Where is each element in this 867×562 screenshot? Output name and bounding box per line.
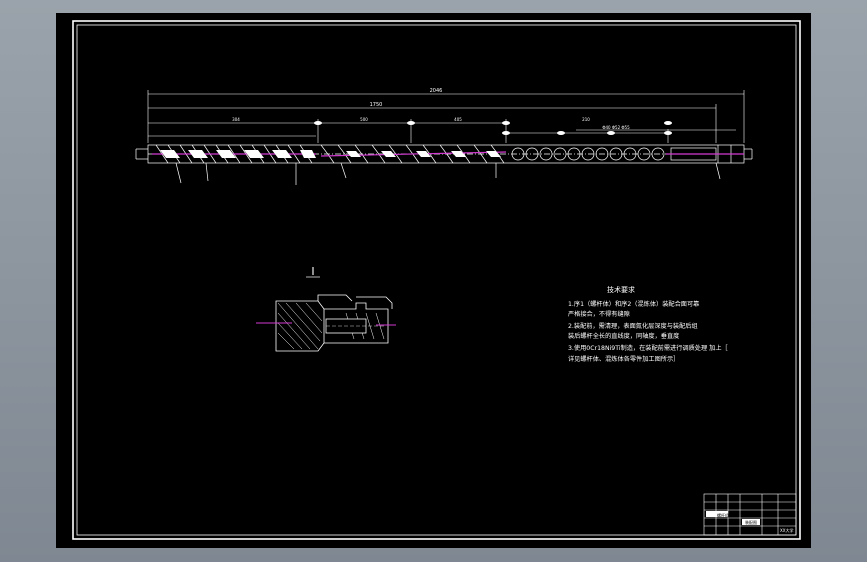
drawing-sheet[interactable]: 2046 1750 304 500 405 210 Φ40 Φ52 Φ55 <box>56 13 811 548</box>
screw-assembly[interactable]: 2046 1750 304 500 405 210 Φ40 Φ52 Φ55 <box>135 88 753 185</box>
title-block-info: XX大学 <box>780 527 793 533</box>
dim-main: 1750 <box>370 102 383 108</box>
dim-overall: 2046 <box>430 88 443 94</box>
tech-req-title: 技术要求 <box>607 285 635 294</box>
tech-req-line-1: 1.序1（螺杆体）和序2（混炼体）装配合面可靠 <box>568 300 699 308</box>
dimension-markers <box>314 121 672 135</box>
dim-segment-c: 405 <box>454 117 462 122</box>
tech-req-line-2: 严格接合，不得有缝隙 <box>568 310 630 318</box>
tech-req-line-4: 装后螺杆全长的直线度，同轴度，垂直度 <box>568 332 679 340</box>
cad-drawing[interactable]: 2046 1750 304 500 405 210 Φ40 Φ52 Φ55 <box>56 13 811 548</box>
dim-segment-d: 210 <box>582 117 590 122</box>
detail-accent <box>256 322 396 326</box>
title-block-part: 装配图 <box>745 519 757 525</box>
title-block[interactable] <box>703 493 797 536</box>
detail-section <box>275 294 393 352</box>
title-block-name: 螺杆组件 <box>717 512 733 518</box>
detail-label: I <box>311 265 314 278</box>
inner-border <box>76 24 797 536</box>
tech-req-line-3: 2.装配前，需清理，表面氮化层深度与装配后组 <box>568 322 698 330</box>
dim-segment-a: 304 <box>232 117 240 122</box>
tech-req-line-5: 3.使用0Cr18Ni9Ti制造，在装配前需进行调质处理 加上［ <box>568 344 728 352</box>
detail-view[interactable]: I <box>256 265 396 352</box>
outer-border <box>72 20 801 540</box>
dim-segment-b: 500 <box>360 117 368 122</box>
flight-solid <box>160 150 501 158</box>
tech-req-line-6: 详见螺杆体、混炼体各零件加工图所示］ <box>568 355 679 363</box>
technical-requirements[interactable]: 技术要求 1.序1（螺杆体）和序2（混炼体）装配合面可靠 严格接合，不得有缝隙 … <box>568 285 728 363</box>
dimension-lines <box>147 90 745 143</box>
dim-pitch-note: Φ40 Φ52 Φ55 <box>602 125 630 130</box>
